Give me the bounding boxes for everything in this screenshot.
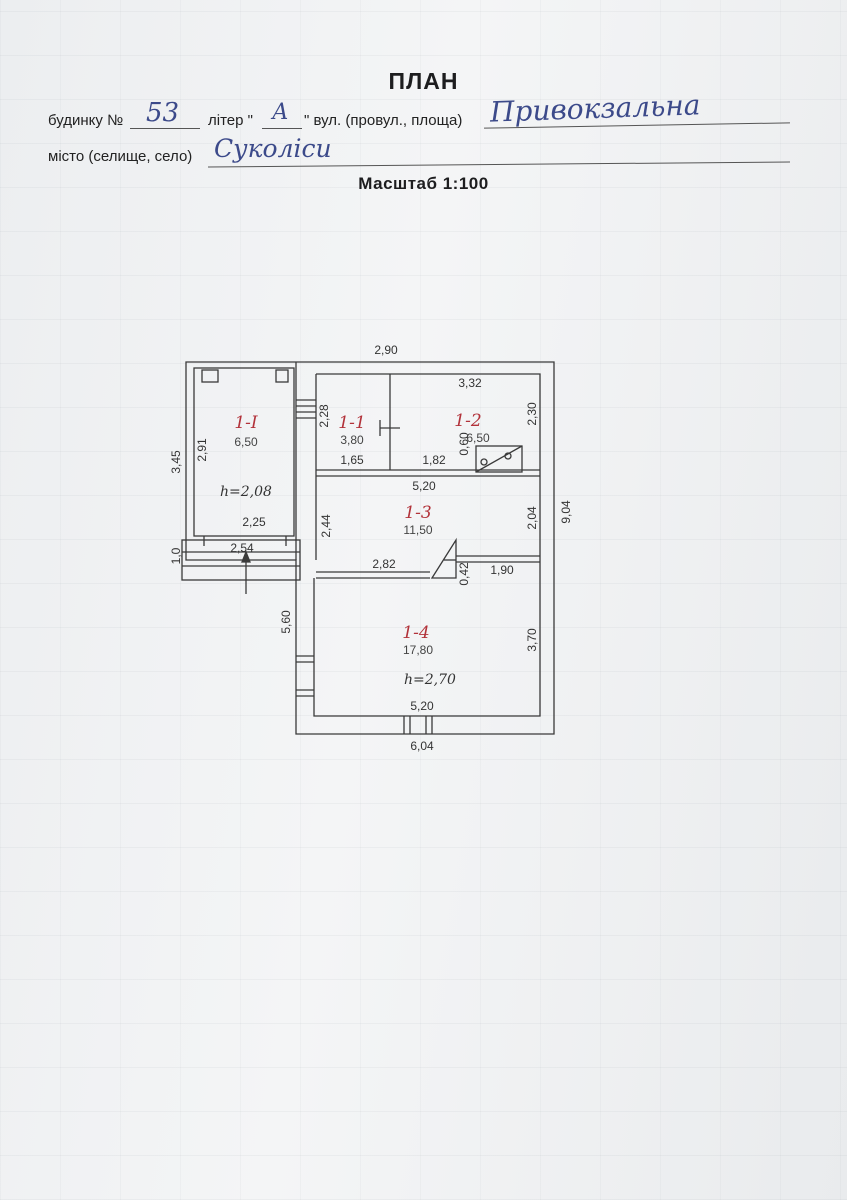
letter-underline (262, 128, 302, 129)
entry-arrow-head (241, 550, 251, 563)
dim-room13-bottom-right: 1,90 (490, 563, 514, 577)
room-id: 1-4 (402, 623, 429, 643)
dim-room13-left: 2,44 (319, 514, 333, 538)
dim-room13-right: 2,04 (525, 506, 539, 530)
room-id: 1-І (234, 413, 258, 433)
stove (475, 445, 523, 473)
dim-room12-width: 1,82 (422, 453, 446, 467)
room-id: 1-1 (338, 413, 365, 433)
dim-room12-right: 2,30 (525, 402, 539, 426)
street-label: " вул. (провул., площа) (304, 112, 463, 129)
stove-burner (504, 452, 512, 460)
dim-corridor-width: 5,20 (412, 479, 436, 493)
dim-room11-height: 2,28 (317, 404, 331, 428)
dim-room13-bottom-left: 2,82 (372, 557, 396, 571)
room-area: 3,80 (340, 433, 364, 447)
page-title: ПЛАН (388, 68, 459, 94)
letter-label: літер " (208, 112, 253, 129)
room-area: 6,50 (466, 431, 490, 445)
letter-value: А (272, 100, 289, 125)
dim-room14-right: 3,70 (525, 628, 539, 652)
dim-left-porch: 3,45 (169, 450, 183, 474)
outer-wall (185, 361, 555, 735)
inner-wall (313, 373, 541, 717)
stair (430, 537, 457, 579)
room-id: 1-2 (454, 411, 481, 431)
corner-fixture (201, 369, 219, 383)
dimension-labels: 2,90 3,32 9,04 5,20 6,04 5,60 3,45 2,91 … (169, 343, 573, 753)
dim-room11-width: 1,65 (340, 453, 364, 467)
ceiling-height-porch: h=2,08 (220, 484, 272, 500)
city-value: Суколіси (214, 134, 332, 163)
house-number-underline (130, 128, 200, 129)
room-area: 6,50 (234, 435, 258, 449)
house-number-value: 53 (146, 98, 180, 128)
dim-right-overall: 9,04 (559, 500, 573, 524)
house-number-label: будинку № (48, 112, 124, 129)
dim-bottom-inner: 5,20 (410, 699, 434, 713)
corner-fixture (275, 369, 289, 383)
window-marks (203, 399, 433, 734)
dim-porch-height: 2,91 (195, 438, 209, 462)
dim-top-overall: 2,90 (374, 343, 398, 357)
dim-stair-height: 0,42 (457, 562, 471, 586)
porch-inner-wall (193, 367, 295, 537)
scale-label: Масштаб 1:100 (358, 174, 489, 193)
stove-diagonal (475, 445, 523, 473)
city-label: місто (селище, село) (48, 148, 193, 165)
room-area: 17,80 (403, 643, 433, 657)
dim-top-inner: 3,32 (458, 376, 482, 390)
dim-left-lower: 5,60 (279, 610, 293, 634)
room-id: 1-3 (404, 503, 431, 523)
dim-stove-height: 0,60 (457, 432, 471, 456)
room-area: 11,50 (403, 523, 432, 537)
stove-burner (480, 458, 488, 466)
dim-porch-step: 1,0 (169, 547, 183, 564)
porch-platform (181, 539, 301, 581)
dim-porch-inner-width: 2,25 (242, 515, 266, 529)
dim-bottom-overall: 6,04 (410, 739, 434, 753)
ceiling-height-main: h=2,70 (404, 672, 456, 688)
dim-porch-outer-width: 2,54 (230, 541, 254, 555)
room-labels: 1-І 6,50 1-1 3,80 1-2 6,50 1-3 11,50 1-4… (220, 411, 490, 688)
